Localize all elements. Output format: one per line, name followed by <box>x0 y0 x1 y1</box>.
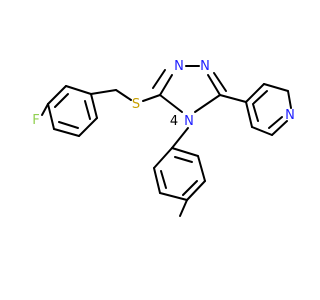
bond <box>182 180 198 196</box>
bond <box>160 170 167 189</box>
pyridine-n-atom-label: N <box>285 108 295 123</box>
bond <box>207 74 221 96</box>
bond <box>194 94 221 113</box>
atom-labels: F S N N 4 N N <box>32 59 295 129</box>
bond <box>90 89 117 95</box>
bond <box>53 128 80 137</box>
triazole-n1-atom-label: N <box>174 59 184 74</box>
bond <box>251 126 273 136</box>
fluorine-atom-label: F <box>32 113 39 128</box>
bond <box>179 199 188 217</box>
bond <box>152 69 166 89</box>
bond <box>78 117 98 137</box>
bond <box>159 94 183 113</box>
triazole-n4-number-label: 4 <box>170 114 178 129</box>
bond <box>268 116 283 129</box>
bond <box>90 93 98 119</box>
bond <box>213 72 227 92</box>
bond <box>252 103 259 122</box>
sulfur-atom-label: S <box>132 97 140 112</box>
bond <box>245 83 265 103</box>
bond <box>153 147 173 169</box>
bond <box>58 121 79 129</box>
bond <box>174 156 193 163</box>
bond <box>171 147 199 157</box>
bonds <box>41 65 292 217</box>
bond <box>253 90 268 104</box>
triazole-n2-atom-label: N <box>200 59 210 74</box>
bond <box>197 155 206 182</box>
bond <box>171 127 189 149</box>
bond <box>245 101 253 128</box>
bond <box>219 94 247 103</box>
bond <box>41 103 49 116</box>
bond <box>142 94 161 102</box>
bond <box>47 85 67 105</box>
bond <box>65 85 92 95</box>
triazole-n4-atom-label: N <box>184 114 194 129</box>
bond <box>84 100 91 120</box>
bond <box>54 93 69 108</box>
bond <box>47 103 55 130</box>
bond <box>271 120 288 136</box>
bond <box>153 167 161 194</box>
bond <box>115 89 132 101</box>
molecule-structure: F S N N 4 N N <box>32 59 295 217</box>
bond <box>159 74 173 96</box>
bond <box>159 192 188 201</box>
bond <box>263 83 289 92</box>
bond <box>287 90 292 109</box>
bond <box>186 180 206 201</box>
